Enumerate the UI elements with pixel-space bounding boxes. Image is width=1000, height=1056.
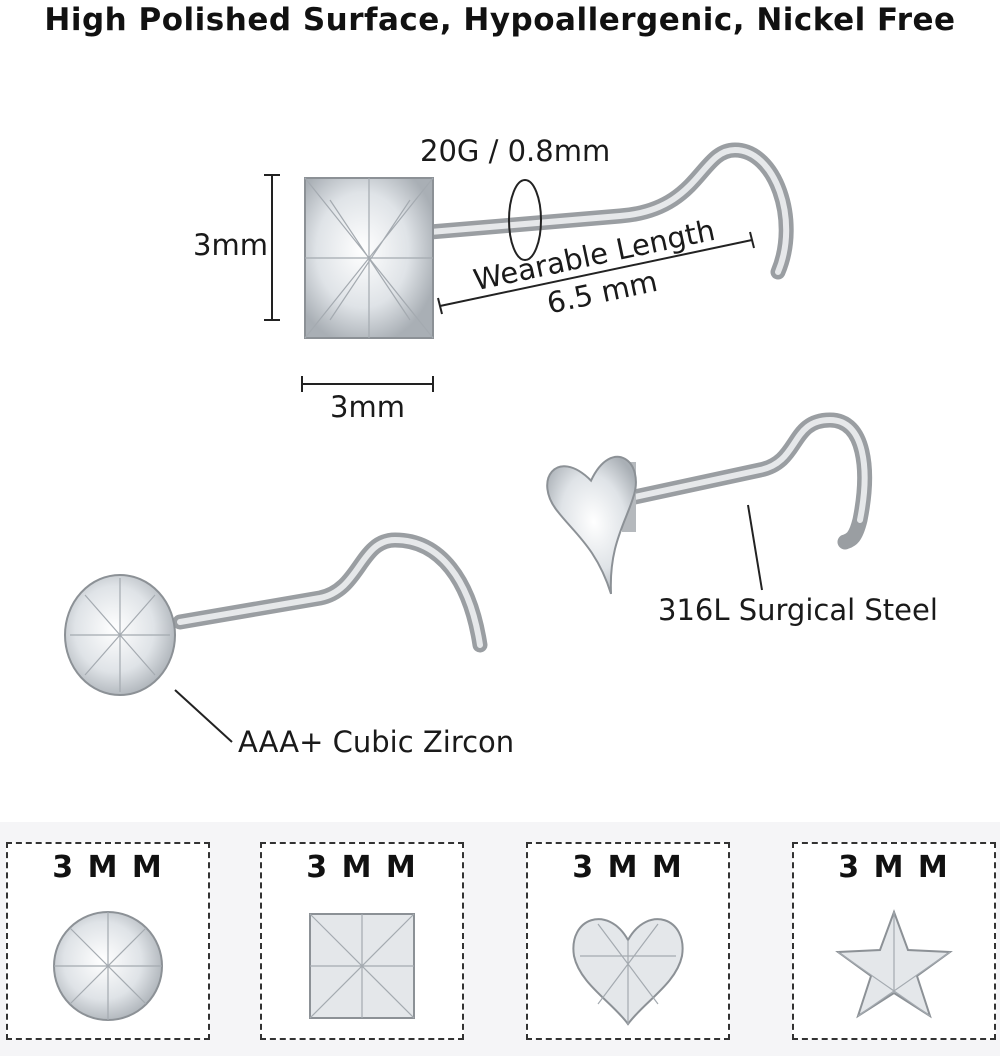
square-stud <box>304 142 794 339</box>
star-icon <box>835 909 953 1019</box>
size-label: 3 M M <box>572 850 684 885</box>
height-label: 3mm <box>193 228 268 262</box>
shape-box-square: 3 M M <box>260 842 464 1040</box>
square-icon <box>309 913 415 1019</box>
gauge-label: 20G / 0.8mm <box>420 134 611 168</box>
shape-box-star: 3 M M <box>792 842 996 1040</box>
size-label: 3 M M <box>306 850 418 885</box>
shape-box-round: 3 M M <box>6 842 210 1040</box>
steel-label: 316L Surgical Steel <box>658 593 938 627</box>
size-label: 3 M M <box>52 850 164 885</box>
zircon-label: AAA+ Cubic Zircon <box>238 725 515 759</box>
wearable-length-line <box>439 239 753 307</box>
heart-stud <box>546 412 872 595</box>
round-stud <box>64 532 488 743</box>
heart-icon <box>572 918 684 1026</box>
round-icon <box>53 911 163 1021</box>
size-label: 3 M M <box>838 850 950 885</box>
headline: High Polished Surface, Hypoallergenic, N… <box>44 2 956 38</box>
width-label: 3mm <box>330 390 405 424</box>
shape-box-heart: 3 M M <box>526 842 730 1040</box>
